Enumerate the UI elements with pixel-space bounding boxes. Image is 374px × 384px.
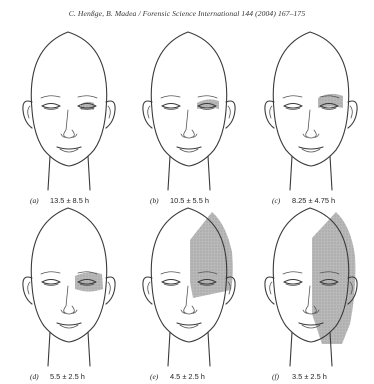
time-value: 3.5 ± 2.5 h	[292, 372, 327, 381]
time-value: 4.5 ± 2.5 h	[170, 372, 205, 381]
left-eye	[284, 280, 302, 285]
neck	[48, 156, 90, 190]
left-brow	[161, 96, 180, 98]
face-panel-b: (b) 10.5 ± 5.5 h	[128, 18, 252, 208]
face-panel-c: (c) 8.25 ± 4.75 h	[250, 18, 374, 208]
nose	[64, 286, 75, 314]
left-ear	[23, 101, 32, 128]
face-panel-d: (d) 5.5 ± 2.5 h	[8, 194, 132, 384]
head-outline	[151, 32, 226, 166]
mouth	[57, 147, 81, 149]
panel-letter: (e)	[150, 372, 158, 381]
nose	[184, 110, 195, 138]
right-brow	[78, 96, 97, 98]
panel-letter: (f)	[272, 372, 279, 381]
right-ear	[348, 101, 357, 128]
nose	[64, 110, 75, 138]
left-ear	[143, 101, 152, 128]
mouth	[177, 147, 201, 149]
right-ear	[226, 101, 235, 128]
left-eye	[42, 104, 60, 109]
running-head: C. Henßge, B. Madea / Forensic Science I…	[0, 9, 374, 18]
left-brow	[41, 96, 60, 98]
neck	[168, 156, 210, 190]
left-ear	[143, 277, 152, 304]
face-panel-f: (f) 3.5 ± 2.5 h	[250, 194, 374, 384]
left-ear	[265, 277, 274, 304]
left-brow	[161, 272, 180, 274]
head-outline	[31, 32, 106, 166]
left-brow	[41, 272, 60, 274]
face-panel-e: (e) 4.5 ± 2.5 h	[128, 194, 252, 384]
mouth	[299, 147, 323, 149]
left-ear	[23, 277, 32, 304]
neck	[168, 332, 210, 366]
left-eye	[284, 104, 302, 109]
left-brow	[283, 96, 302, 98]
mouth	[57, 323, 81, 325]
left-eye	[42, 280, 60, 285]
neck	[48, 332, 90, 366]
left-brow	[283, 272, 302, 274]
mouth	[177, 323, 201, 325]
neck	[290, 156, 332, 190]
left-ear	[265, 101, 274, 128]
time-value: 5.5 ± 2.5 h	[50, 372, 85, 381]
right-ear	[106, 101, 115, 128]
panel-letter: (d)	[30, 372, 39, 381]
left-eye	[162, 280, 180, 285]
left-eye	[162, 104, 180, 109]
right-ear	[106, 277, 115, 304]
face-panel-a: (a) 13.5 ± 8.5 h	[8, 18, 132, 208]
nose	[306, 110, 317, 138]
right-brow	[198, 96, 217, 98]
